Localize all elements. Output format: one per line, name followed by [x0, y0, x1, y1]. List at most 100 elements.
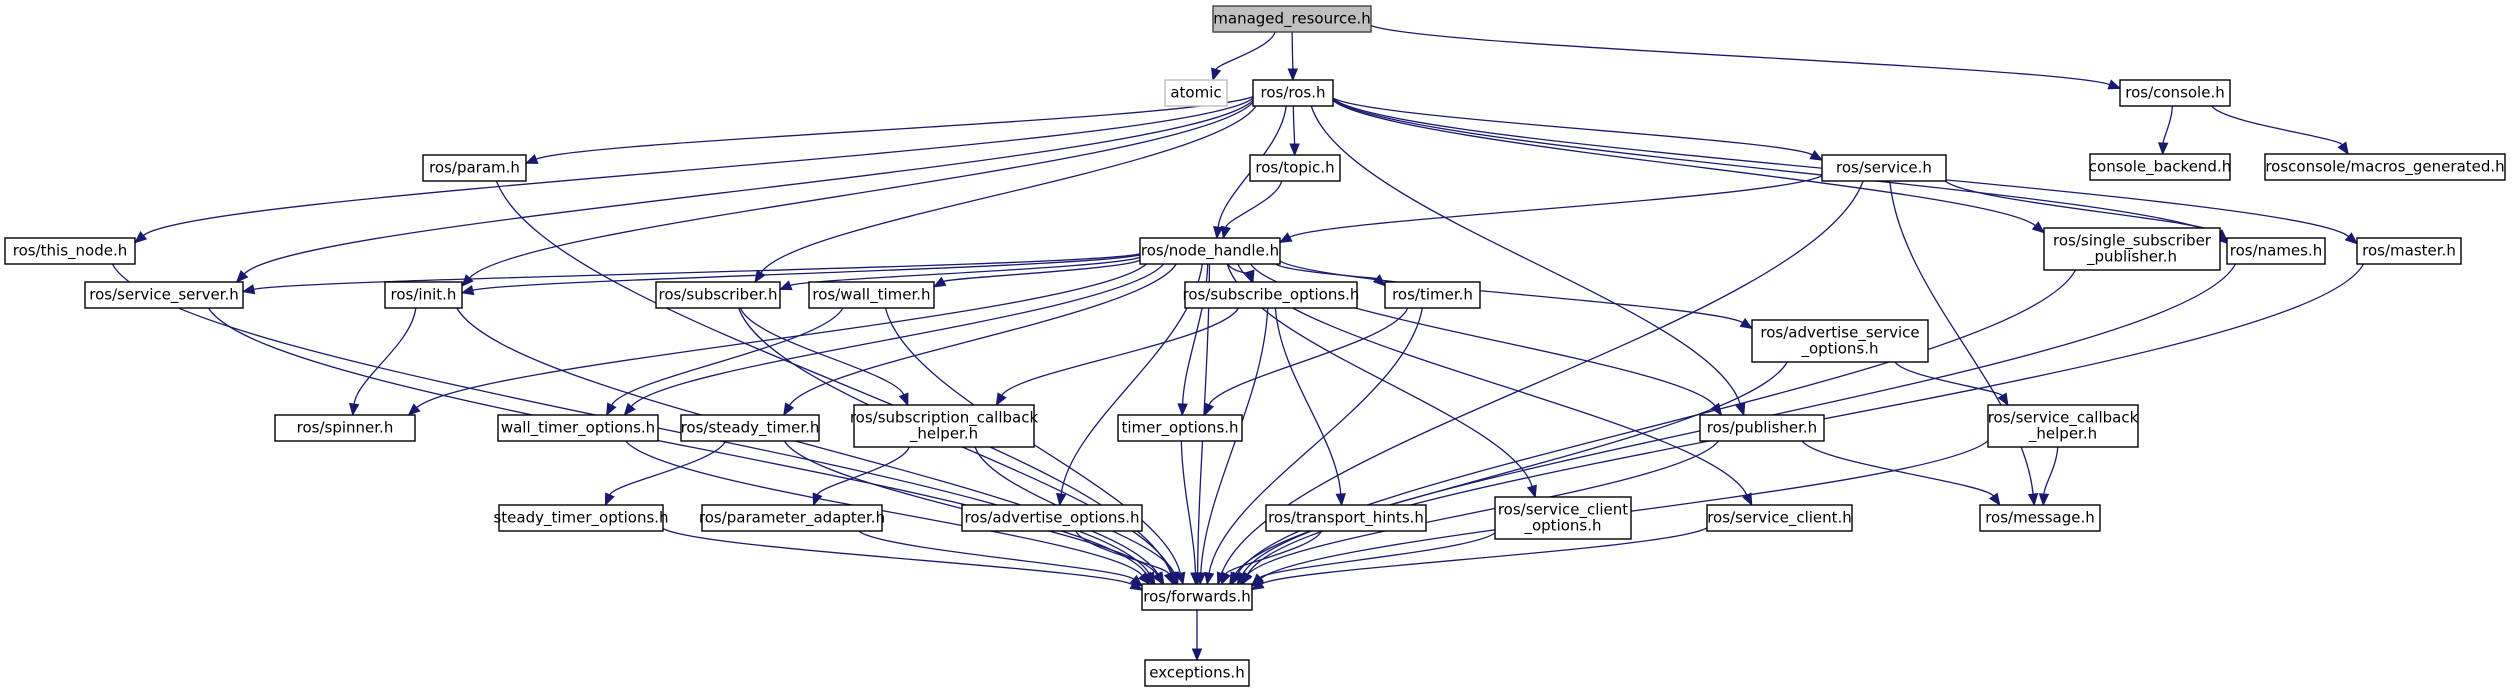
node-service-client[interactable]: ros/service_client.h — [1706, 504, 1853, 532]
node-label: ros/steady_timer.h — [681, 419, 820, 438]
arrowhead-init-to-spinner — [349, 402, 360, 417]
node-steady-timer[interactable]: ros/steady_timer.h — [680, 414, 820, 442]
node-box — [1141, 583, 1253, 611]
edge-service_client_options-to-forwards — [1259, 532, 1496, 579]
node-box — [853, 404, 1035, 448]
edge-console-to-console_backend — [2162, 105, 2174, 144]
node-console-backend[interactable]: console_backend.h — [2089, 153, 2231, 181]
node-box — [1699, 414, 1825, 442]
node-service-callback-helper[interactable]: ros/service_callback_helper.h — [1987, 404, 2139, 448]
node-label: _helper.h — [2028, 425, 2097, 444]
arrowhead-publisher-to-forwards — [1239, 571, 1252, 586]
edge-node_handle-to-timer — [1275, 263, 1378, 280]
arrowhead-subscribe_options-to-subscription_callback_helper — [995, 392, 1007, 407]
node-label: timer_options.h — [1121, 419, 1238, 438]
edge-timer-to-timer_options — [1208, 307, 1409, 406]
node-box — [1979, 504, 2101, 532]
edge-wall_timer_options-to-forwards — [625, 440, 1143, 576]
node-box — [1117, 414, 1243, 442]
node-box — [2264, 153, 2506, 181]
node-label: rosconsole/macros_generated.h — [2265, 158, 2504, 177]
edge-steady_timer-to-steady_timer_options — [609, 440, 727, 496]
node-subscribe-options[interactable]: ros/subscribe_options.h — [1183, 281, 1360, 309]
edge-advertise_options-to-forwards — [1075, 530, 1170, 575]
node-wall-timer[interactable]: ros/wall_timer.h — [808, 281, 935, 309]
node-label: ros/subscribe_options.h — [1183, 286, 1360, 305]
node-spinner[interactable]: ros/spinner.h — [274, 414, 416, 442]
node-subscriber[interactable]: ros/subscriber.h — [655, 281, 781, 309]
node-master[interactable]: ros/master.h — [2356, 237, 2462, 265]
edge-node_handle-to-steady_timer — [788, 263, 1177, 406]
node-label: ros/service_server.h — [89, 286, 239, 305]
node-console[interactable]: ros/console.h — [2119, 79, 2231, 107]
arrowhead-ros_h-to-param — [524, 154, 539, 164]
node-label: _options.h — [1523, 517, 1601, 536]
node-label: ros/this_node.h — [13, 242, 127, 261]
node-label: ros/console.h — [2125, 84, 2224, 102]
edge-managed_resource-to-ros_h — [1291, 31, 1294, 70]
node-ros-h[interactable]: ros/ros.h — [1252, 79, 1334, 107]
node-wall-timer-options[interactable]: wall_timer_options.h — [497, 414, 659, 442]
node-label: ros/message.h — [1985, 509, 2095, 527]
node-message[interactable]: ros/message.h — [1979, 504, 2101, 532]
arrowhead-ros_h-to-node_handle — [1212, 225, 1224, 240]
node-box — [1987, 404, 2139, 448]
arrowhead-ros_h-to-service_server — [235, 270, 249, 283]
node-label: console_backend.h — [2089, 158, 2231, 177]
node-box — [2226, 237, 2326, 265]
node-timer-options[interactable]: timer_options.h — [1117, 414, 1243, 442]
node-box — [1139, 237, 1281, 265]
node-box — [274, 414, 416, 442]
edge-ros_h-to-service_server — [243, 99, 1254, 275]
node-subscription-callback-helper[interactable]: ros/subscription_callback_helper.h — [850, 404, 1039, 448]
edge-timer_options-to-forwards — [1180, 440, 1197, 574]
arrowhead-service-to-message — [2027, 493, 2039, 507]
edge-parameter_adapter-to-forwards — [858, 530, 1135, 580]
arrowhead-node_handle-to-subscriber — [778, 280, 793, 291]
node-forwards[interactable]: ros/forwards.h — [1141, 583, 1253, 611]
arrowhead-managed_resource-to-atomic — [1211, 67, 1222, 82]
node-label: ros/master.h — [2362, 242, 2456, 260]
node-param[interactable]: ros/param.h — [422, 154, 527, 182]
node-service-client-options[interactable]: ros/service_client_options.h — [1494, 496, 1632, 540]
node-service[interactable]: ros/service.h — [1821, 154, 1947, 182]
node-single-sub-pub[interactable]: ros/single_subscriber_publisher.h — [2043, 227, 2221, 271]
node-box — [1184, 281, 1358, 309]
node-names[interactable]: ros/names.h — [2226, 237, 2326, 265]
node-managed-resource[interactable]: managed_resource.h — [1212, 5, 1372, 33]
edge-service-to-node_handle — [1289, 175, 1823, 238]
node-init[interactable]: ros/init.h — [384, 281, 463, 309]
node-steady-timer-options[interactable]: steady_timer_options.h — [493, 504, 669, 532]
arrowhead-node_handle-to-spinner — [407, 403, 421, 416]
node-topic[interactable]: ros/topic.h — [1249, 154, 1341, 182]
arrowhead-node_handle-to-init — [460, 285, 475, 296]
node-label: ros/node_handle.h — [1141, 242, 1279, 261]
arrowhead-parameter_adapter-to-forwards — [1129, 574, 1144, 588]
node-box — [1252, 79, 1334, 107]
node-timer[interactable]: ros/timer.h — [1384, 281, 1481, 309]
node-macros-generated[interactable]: rosconsole/macros_generated.h — [2264, 153, 2506, 181]
edge-ros_h-to-single_sub_pub — [1332, 99, 2036, 227]
node-publisher[interactable]: ros/publisher.h — [1699, 414, 1825, 442]
node-service-server[interactable]: ros/service_server.h — [84, 281, 244, 309]
node-this-node[interactable]: ros/this_node.h — [4, 237, 136, 265]
arrowhead-node_handle-to-timer_options — [1177, 403, 1188, 417]
node-label: ros/transport_hints.h — [1268, 509, 1424, 528]
node-parameter-adapter[interactable]: ros/parameter_adapter.h — [699, 504, 885, 532]
edge-node_handle-to-wall_timer_options — [630, 263, 1165, 407]
node-box — [961, 504, 1143, 532]
edge-advertise_service_options-to-service_callback_helper — [1894, 361, 2003, 397]
node-box — [1751, 319, 1929, 363]
node-exceptions[interactable]: exceptions.h — [1144, 659, 1250, 687]
node-box — [498, 504, 664, 532]
arrowhead-wall_timer-to-wall_timer_options — [606, 402, 617, 417]
node-transport-hints[interactable]: ros/transport_hints.h — [1265, 504, 1427, 532]
node-label: _options.h — [1800, 340, 1878, 359]
node-label: ros/topic.h — [1255, 159, 1334, 177]
edge-node_handle-to-init — [472, 254, 1141, 291]
node-advertise-options[interactable]: ros/advertise_options.h — [961, 504, 1143, 532]
edge-ros_h-to-subscriber — [760, 105, 1257, 274]
node-node-handle[interactable]: ros/node_handle.h — [1139, 237, 1281, 265]
node-advertise-service-options[interactable]: ros/advertise_service_options.h — [1751, 319, 1929, 363]
